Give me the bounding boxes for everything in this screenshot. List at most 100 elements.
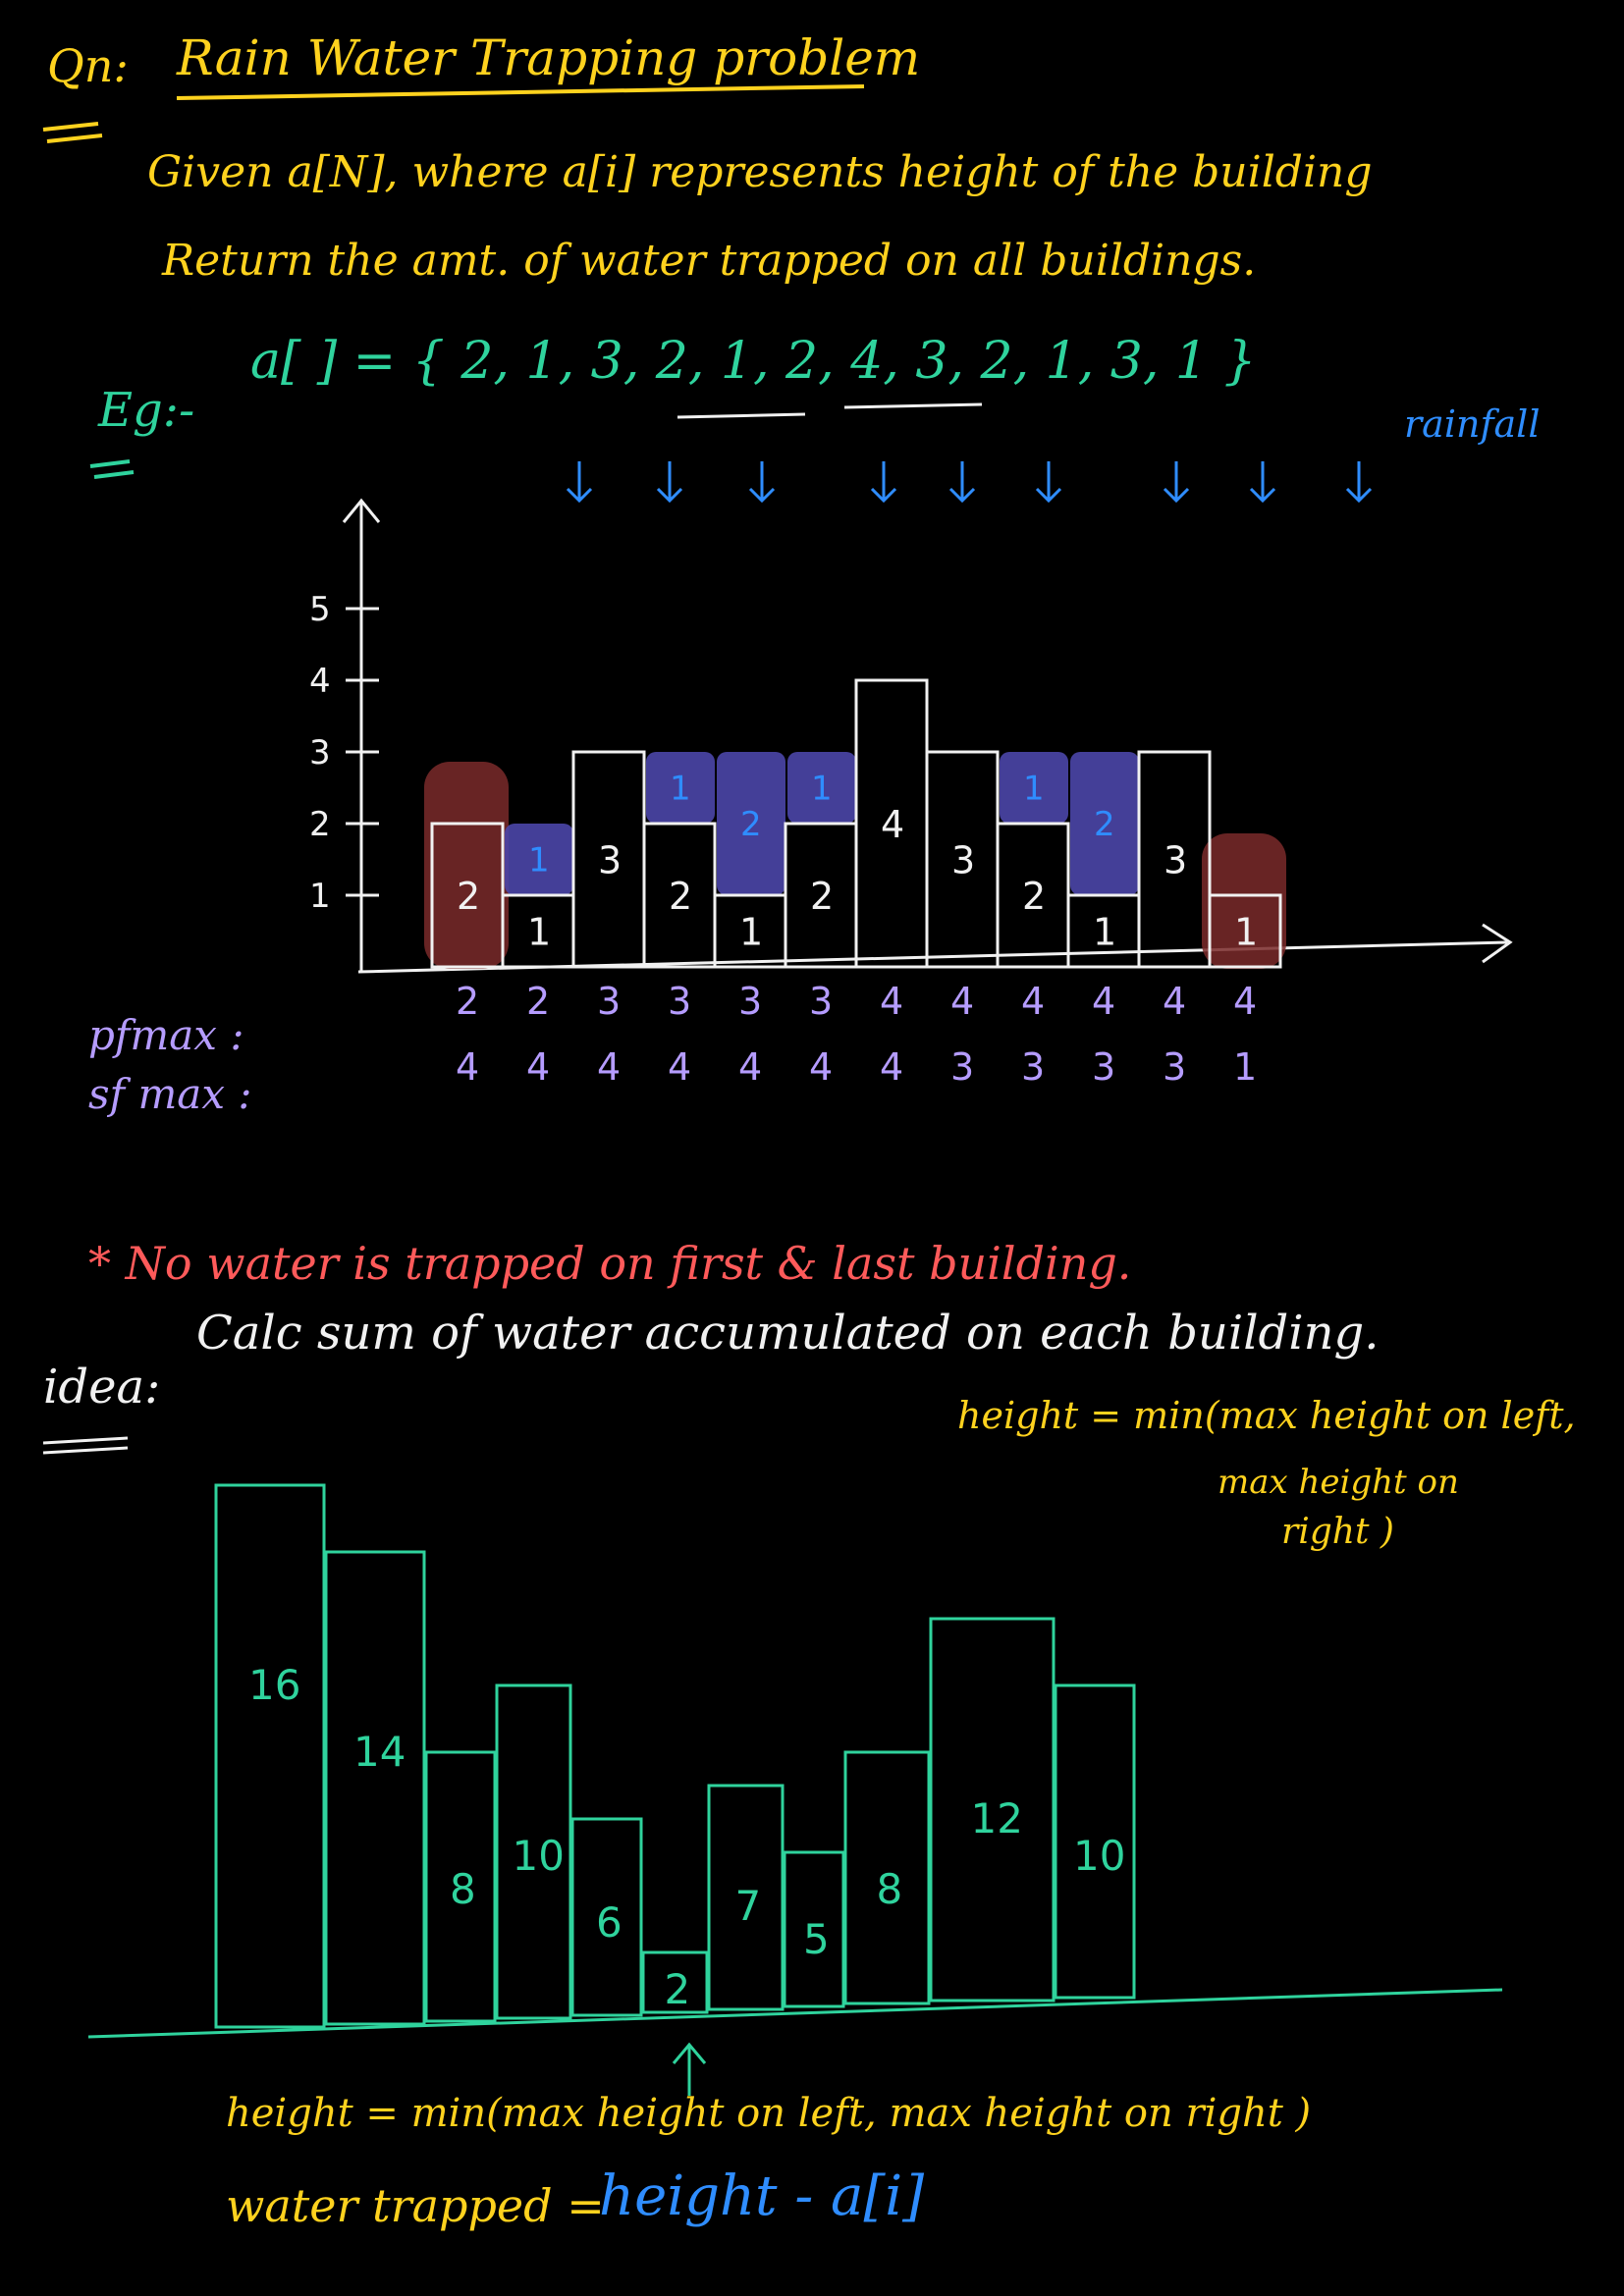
building-height-label: 1 [1234,911,1258,954]
no-water-note: * No water is trapped on first & last bu… [88,1237,1132,1290]
water-label: 1 [811,770,833,809]
building-height-label: 2 [669,875,692,918]
building-height-label: 3 [598,839,622,882]
y-axis-arrow [342,498,381,523]
sfmax-value: 1 [1233,1045,1258,1089]
example-label: Eg:- [98,383,195,438]
building-outline [570,1817,643,2017]
pfmax-value: 3 [738,980,763,1023]
problem-line-1: Given a[N], where a[i] represents height… [147,147,1373,197]
up-arrow-icon [672,2042,707,2096]
pfmax-value: 3 [809,980,834,1023]
sfmax-label: sf max : [88,1070,252,1118]
edge-building-highlight [1202,833,1286,969]
building-height-label: 4 [881,803,904,846]
question-label: Qn: [47,39,129,92]
height-formula-3: right ) [1281,1512,1394,1552]
water-label: 1 [528,841,550,881]
building-outline [929,1617,1056,2002]
water-trapped-expression: height - a[i] [599,2164,925,2228]
sfmax-value: 3 [950,1045,975,1089]
building-height: 14 [353,1728,406,1776]
x-axis-arrow [1482,923,1513,964]
building-height: 12 [971,1794,1023,1842]
building-height: 8 [877,1865,903,1913]
y-tick-label: 1 [309,877,331,916]
building-height-label: 3 [951,839,975,882]
building-height-label: 1 [739,911,763,954]
water-label: 2 [740,805,762,844]
bottom-height-formula: height = min(max height on left, max hei… [226,2091,1312,2136]
building-bar [1137,750,1212,969]
building-outline [214,1483,326,2029]
building-height-label: 2 [1022,875,1046,918]
pfmax-value: 4 [1233,980,1258,1023]
building-bar [1208,893,1282,969]
pfmax-value: 4 [880,980,904,1023]
water-label: 1 [1023,770,1045,809]
ground-line [87,1988,1503,2039]
water-label: 1 [670,770,691,809]
pfmax-value: 3 [668,980,692,1023]
building-outline [843,1750,931,2005]
idea-text: Calc sum of water accumulated on each bu… [196,1306,1380,1361]
rainfall-label: rainfall [1404,402,1541,446]
building-outline [324,1550,426,2026]
building-height: 8 [450,1865,476,1913]
building-height-label: 2 [457,875,480,918]
edge-building-highlight [424,762,509,969]
building-outline [1054,1683,1136,2000]
building-height-label: 3 [1164,839,1187,882]
pfmax-value: 4 [1163,980,1187,1023]
building-outline [495,1683,572,2020]
question-title: Rain Water Trapping problem [177,29,921,86]
y-tick-label: 2 [309,805,331,844]
building-height: 10 [513,1832,565,1880]
example-array: a[ ] = { 2, 1, 3, 2, 1, 2, 4, 3, 2, 1, 3… [250,332,1257,391]
pfmax-value: 3 [597,980,622,1023]
sfmax-value: 4 [880,1045,904,1089]
height-formula-1: height = min(max height on left, [957,1394,1576,1437]
building-height: 10 [1073,1832,1125,1880]
sfmax-value: 3 [1092,1045,1116,1089]
water-block [717,752,785,895]
sfmax-value: 3 [1163,1045,1187,1089]
problem-line-2: Return the amt. of water trapped on all … [162,236,1257,286]
water-block [505,824,573,895]
pfmax-label: pfmax : [88,1011,244,1059]
building-height-label: 1 [1093,911,1116,954]
sfmax-value: 4 [738,1045,763,1089]
building-height-label: 1 [527,911,551,954]
building-outline [783,1850,845,2008]
water-label: 2 [1094,805,1115,844]
sfmax-value: 4 [526,1045,551,1089]
water-block [1000,752,1068,824]
building-height: 6 [596,1898,623,1947]
pfmax-value: 2 [456,980,480,1023]
pfmax-value: 4 [1021,980,1046,1023]
building-height: 5 [803,1915,830,1963]
y-tick-label: 3 [309,733,331,773]
y-tick-label: 4 [309,662,331,701]
sfmax-value: 4 [456,1045,480,1089]
building-height: 7 [735,1882,762,1930]
height-formula-2: max height on [1218,1463,1459,1502]
idea-label: idea: [43,1360,161,1415]
water-trapped-label: water trapped = [226,2179,605,2232]
pfmax-value: 4 [1092,980,1116,1023]
sfmax-value: 4 [597,1045,622,1089]
sfmax-value: 3 [1021,1045,1046,1089]
water-block [646,752,715,824]
water-block [787,752,856,824]
building-height: 16 [248,1661,300,1709]
building-outline [641,1950,709,2014]
building-outline [707,1784,785,2011]
building-outline [424,1750,497,2023]
pfmax-value: 2 [526,980,551,1023]
water-block [1070,752,1139,895]
sfmax-value: 4 [668,1045,692,1089]
